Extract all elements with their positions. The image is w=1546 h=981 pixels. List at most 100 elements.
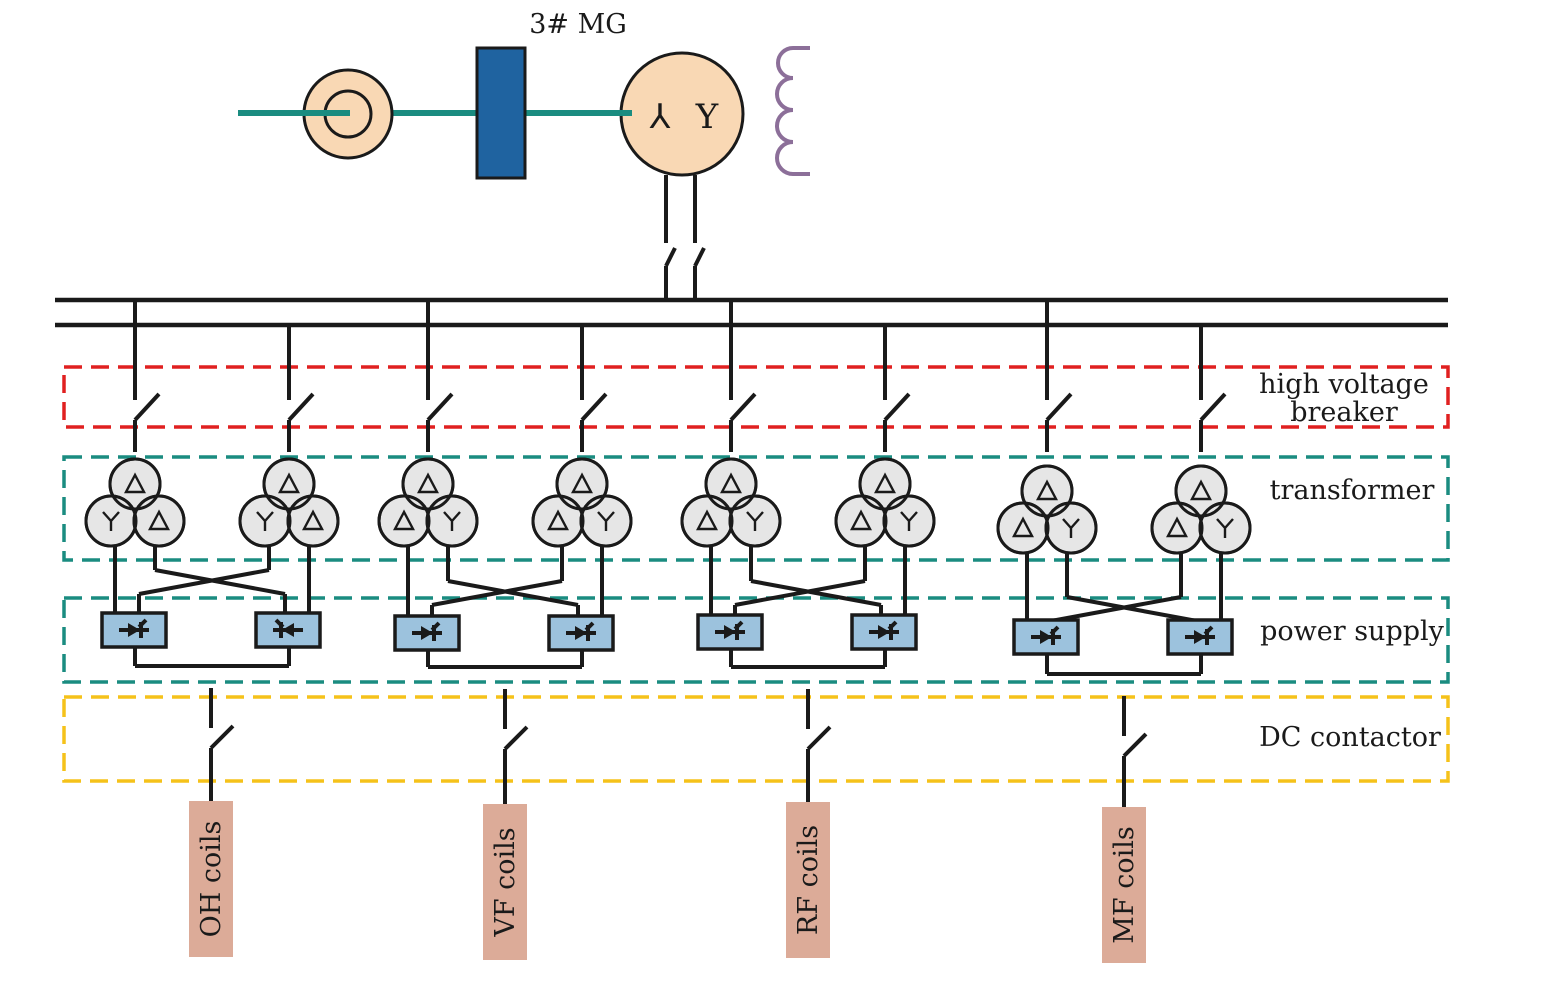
transformer-winding-outline [1020,464,1074,518]
wire [584,621,595,632]
zone-label-dc-contactor: DC contactor [1259,722,1441,753]
thyristor-icon [1185,625,1215,645]
transformer-winding-outline [84,494,138,548]
three-winding-transformer [680,457,782,548]
wire [431,579,563,607]
transformer-winding-outline [728,494,782,548]
delta-winding-symbol [393,509,415,531]
delta-winding-symbol [874,472,896,494]
transformer-winding-outline [882,494,936,548]
diode-triangle [878,625,890,639]
coil-box [1102,807,1146,963]
delta-winding-symbol [278,472,300,494]
feeder-group-3: RF coils [680,300,936,958]
delta-winding-symbol [1012,516,1034,538]
transformer-winding-outline [1198,501,1252,555]
delta-winding-symbol [696,509,718,531]
wye-winding-symbol [1062,518,1080,538]
power-supply-box [547,614,615,652]
wire [447,579,579,607]
wire [287,392,315,422]
transformer-winding-outline [858,457,912,511]
zone-label-breaker-line2: breaker [1290,397,1398,428]
wire [1203,625,1214,636]
wire [503,725,529,751]
wire [137,618,148,629]
wye-winding-symbol [597,511,615,531]
diode-triangle [128,623,140,637]
transformer-winding-outline [996,501,1050,555]
wire [133,392,161,422]
coil-label: OH coils [196,821,227,938]
delta-winding-symbol [720,472,742,494]
diode-triangle [1194,630,1206,644]
transformer-winding-outline [132,494,186,548]
three-winding-transformer [996,464,1098,555]
generator-circle [619,51,745,177]
diode-triangle [724,625,736,639]
delta-winding-symbol [571,472,593,494]
delta-winding-symbol [1190,479,1212,501]
delta-winding-symbol [302,509,324,531]
diode-triangle [1040,630,1052,644]
wire [580,392,608,422]
zone-label-breaker-line1: high voltage [1259,369,1429,400]
zone-dc-contactor [62,695,1450,783]
transformer-winding-outline [401,457,455,511]
wire [887,620,898,631]
wire [733,620,744,631]
transformer-winding-outline [286,494,340,548]
zone-power-supply [62,596,1450,684]
wire [806,725,832,751]
transformer-winding-outline [704,457,758,511]
three-winding-transformer [1150,464,1252,555]
coupling-block [475,46,527,180]
wire [734,579,866,607]
coil-box [786,802,830,958]
three-winding-transformer [84,457,186,548]
diode-triangle [282,623,294,637]
zone-transformer [62,455,1450,562]
wye-winding-symbol [900,511,918,531]
zone-label-power-supply: power supply [1260,616,1445,647]
wire [1199,392,1227,422]
diode-triangle [575,626,587,640]
thyristor-icon [715,620,745,640]
coil-label: VF coils [490,827,521,937]
three-winding-transformer [238,457,340,548]
transformer-winding-outline [108,457,162,511]
transformer-winding-outline [425,494,479,548]
transformer-winding-outline [531,494,585,548]
wye-winding-symbol [443,511,461,531]
zone-label-transformer: transformer [1270,475,1435,506]
transformer-winding-outline [834,494,888,548]
delta-winding-symbol [850,509,872,531]
transformer-winding-outline [238,494,292,548]
wire [138,568,270,596]
wire [426,392,454,422]
coil-label: RF coils [793,825,824,935]
wye-winding-symbol [256,511,274,531]
excitation-coil-icon [775,46,810,176]
wire [1122,732,1148,758]
transformer-winding-outline [1174,464,1228,518]
delta-winding-symbol [1036,479,1058,501]
thyristor-icon [273,618,303,638]
thyristor-icon [119,618,149,638]
generator-winding-2: Y [695,97,719,137]
delta-winding-symbol [417,472,439,494]
power-supply-box [100,611,168,649]
thyristor-icon [1031,625,1061,645]
feeder-group-2: VF coils [377,300,633,960]
transformer-winding-outline [1044,501,1098,555]
wye-winding-symbol [746,511,764,531]
transformer-winding-outline [262,457,316,511]
wire [1050,595,1182,623]
wire [209,724,235,750]
thyristor-icon [566,621,596,641]
zone-high-voltage-breaker [62,365,1450,429]
transformer-winding-outline [377,494,431,548]
feeder-group-1: OH coils [84,300,340,957]
three-winding-transformer [377,457,479,548]
